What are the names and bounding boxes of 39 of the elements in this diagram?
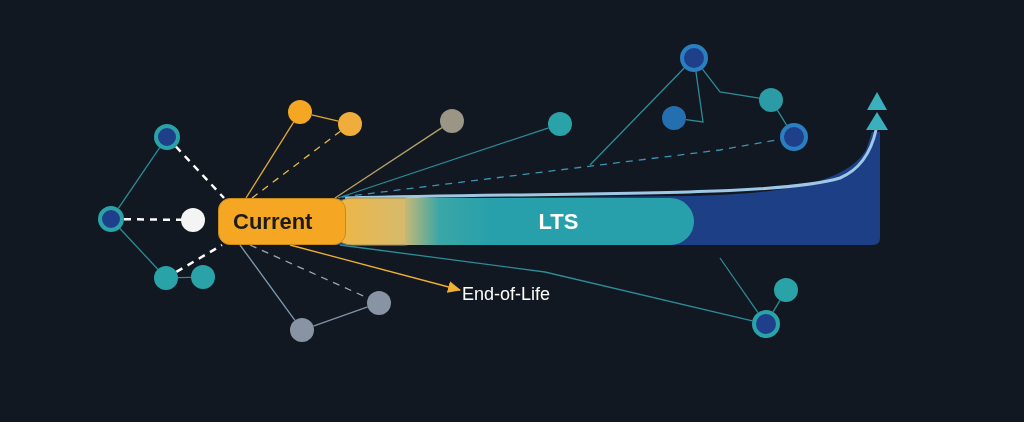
connector xyxy=(311,114,339,122)
network-node xyxy=(288,100,312,124)
network-node xyxy=(774,278,798,302)
dashed-connector xyxy=(174,145,225,199)
network-node xyxy=(191,265,215,289)
network-node xyxy=(759,88,783,112)
network-node xyxy=(290,318,314,342)
network-node xyxy=(338,112,362,136)
dashed-connector xyxy=(251,130,342,199)
connector xyxy=(239,244,296,321)
network-node xyxy=(680,44,708,72)
phase-pill: Current xyxy=(218,198,346,245)
network-node xyxy=(154,124,180,150)
outcome-label: End-of-Life xyxy=(462,282,584,306)
connector xyxy=(719,257,759,314)
phase-bar: LTS xyxy=(405,198,694,245)
dashed-connector xyxy=(175,243,223,273)
connector xyxy=(117,147,161,209)
connector xyxy=(701,68,760,99)
network-node xyxy=(440,109,464,133)
network-node xyxy=(548,112,572,136)
connector xyxy=(339,244,753,322)
connector xyxy=(685,71,704,123)
network-node xyxy=(154,266,178,290)
network-node xyxy=(662,106,686,130)
network-node xyxy=(98,206,124,232)
connector xyxy=(337,127,550,199)
network-node xyxy=(181,208,205,232)
network-node xyxy=(780,123,808,151)
connector xyxy=(119,227,159,270)
network-node xyxy=(367,291,391,315)
connector xyxy=(776,109,788,126)
arrow xyxy=(289,244,461,293)
connector xyxy=(589,67,685,166)
network-node xyxy=(752,310,780,338)
connector xyxy=(312,306,369,327)
dashed-connector xyxy=(124,217,181,222)
connector xyxy=(334,126,443,199)
connector xyxy=(245,121,295,199)
